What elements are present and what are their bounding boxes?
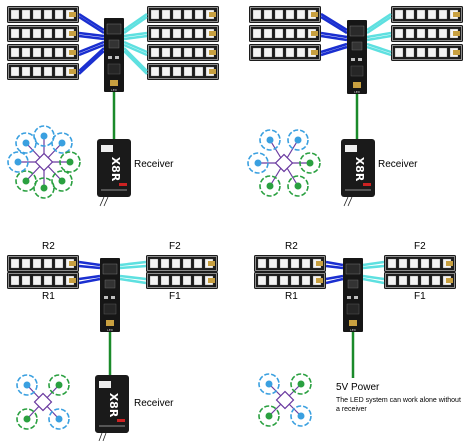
strip-label-r1: R1 (42, 291, 55, 302)
standalone-note: The LED system can work alone without a … (336, 397, 461, 413)
strip-label-f1: F1 (414, 291, 426, 302)
panel-quad-with-receiver (6, 254, 219, 441)
controller-board (346, 19, 368, 95)
panel-octocopter (6, 5, 220, 207)
power-label: 5V Power (336, 382, 380, 393)
receiver-device (97, 139, 131, 197)
strip-label-r2: R2 (42, 241, 55, 252)
receiver-label: Receiver (134, 159, 174, 170)
panel-quad-standalone (253, 254, 457, 427)
receiver-label: Receiver (134, 398, 174, 409)
controller-board (342, 257, 364, 333)
quadcopter-frame (16, 374, 70, 430)
strip-label-r1: R1 (285, 291, 298, 302)
strip-label-r2: R2 (285, 241, 298, 252)
receiver-device (341, 139, 375, 197)
controller-board (103, 17, 125, 93)
receiver-label: Receiver (378, 159, 418, 170)
strip-label-f2: F2 (169, 241, 181, 252)
strip-label-f1: F1 (169, 291, 181, 302)
hexacopter-frame (247, 129, 321, 197)
panel-hexacopter (247, 5, 464, 207)
receiver-device (95, 375, 129, 433)
octocopter-frame (7, 125, 81, 199)
controller-board (99, 257, 121, 333)
strip-label-f2: F2 (414, 241, 426, 252)
quadcopter-frame (258, 373, 312, 427)
